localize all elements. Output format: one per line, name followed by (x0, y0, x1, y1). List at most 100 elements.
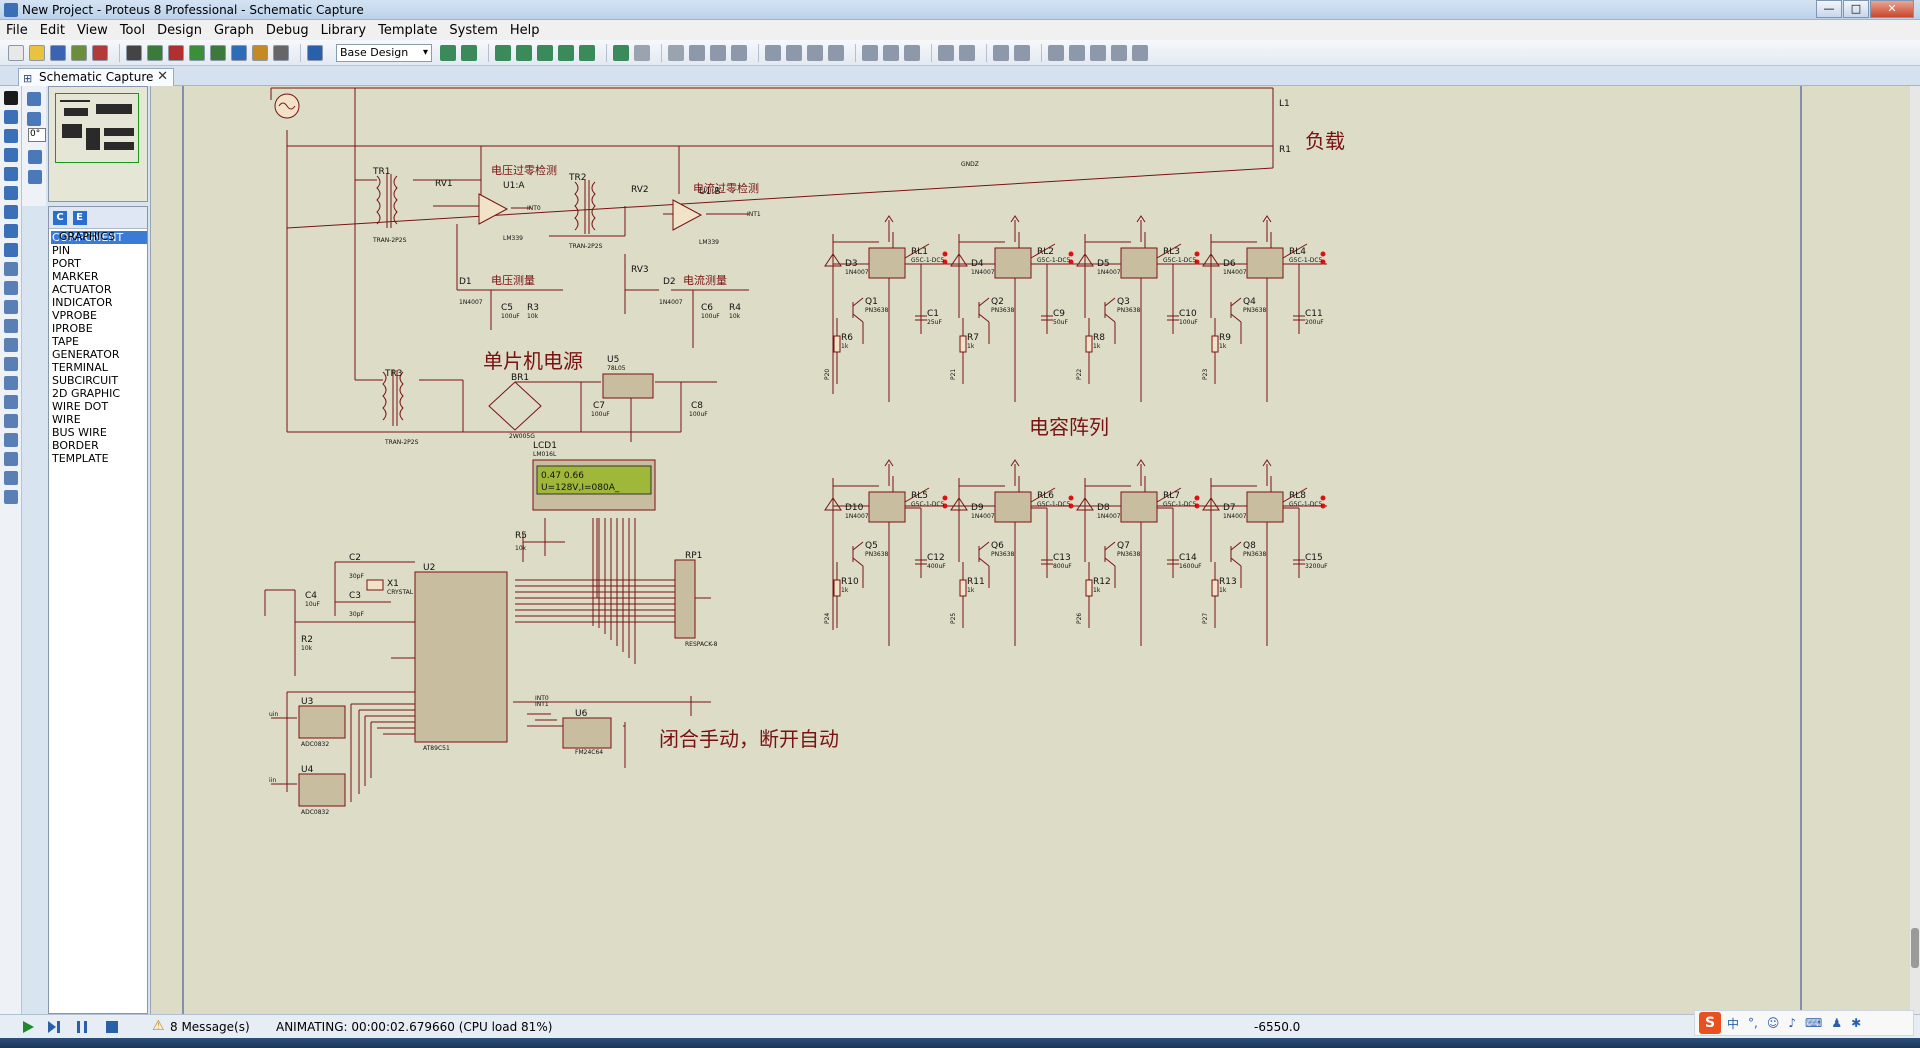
graphics-item-border[interactable]: BORDER (52, 439, 99, 452)
step-icon[interactable] (46, 1019, 62, 1035)
ime-language[interactable]: 中 (1727, 1016, 1740, 1031)
eeprom-u6[interactable] (562, 717, 612, 749)
grid-icon[interactable] (461, 44, 477, 61)
tab-close-icon[interactable]: ✕ (157, 69, 168, 84)
graphics-item-iprobe[interactable]: IPROBE (52, 322, 93, 335)
gerber-icon[interactable] (189, 44, 205, 61)
line-icon[interactable] (4, 357, 18, 371)
new-file-icon[interactable] (8, 44, 24, 61)
3d-icon[interactable] (210, 44, 226, 61)
wire-autorouter-icon[interactable] (959, 44, 975, 61)
graphics-item-generator[interactable]: GENERATOR (52, 348, 120, 361)
pcb-icon[interactable] (168, 44, 184, 61)
close-icon[interactable] (92, 44, 108, 61)
menu-template[interactable]: Template (378, 22, 438, 38)
zoom-area-icon[interactable] (613, 44, 629, 61)
path-icon[interactable] (4, 433, 18, 447)
scroll-thumb[interactable] (1911, 928, 1919, 968)
menu-library[interactable]: Library (320, 22, 367, 38)
graphics-item-terminal[interactable]: TERMINAL (52, 361, 108, 374)
subcircuit-icon[interactable] (4, 205, 18, 219)
graphics-item-wire[interactable]: WIRE (52, 413, 81, 426)
box-icon[interactable] (4, 376, 18, 390)
relay-cell-rl1[interactable] (824, 215, 948, 402)
menu-help[interactable]: Help (509, 22, 540, 38)
play-icon[interactable] (20, 1019, 36, 1035)
save-file-icon[interactable] (50, 44, 66, 61)
tab-schematic-capture[interactable]: ⊞ Schematic Capture ✕ (18, 68, 174, 86)
bom-icon[interactable] (231, 44, 247, 61)
relay-cell-rl6[interactable] (950, 459, 1074, 646)
bus-icon[interactable] (4, 186, 18, 200)
graphics-item-wire-dot[interactable]: WIRE DOT (52, 400, 109, 413)
zoom-in-icon[interactable] (537, 44, 553, 61)
cut-icon[interactable] (689, 44, 705, 61)
graphics-item-tape[interactable]: TAPE (52, 335, 79, 348)
electrical-rule-check-icon[interactable] (1132, 44, 1148, 61)
schematic-icon[interactable] (147, 44, 163, 61)
virtual-instrument-icon[interactable] (4, 338, 18, 352)
graphics-item-subcircuit[interactable]: SUBCIRCUIT (52, 374, 119, 387)
opamp-u1a[interactable] (478, 193, 509, 225)
settings-icon[interactable]: ✱ (1851, 1016, 1862, 1030)
stop-icon[interactable] (104, 1019, 120, 1035)
property-assign-icon[interactable] (1014, 44, 1030, 61)
graphics-item-pin[interactable]: PIN (52, 244, 71, 257)
graphics-item-bus-wire[interactable]: BUS WIRE (52, 426, 107, 439)
rotation-angle-field[interactable]: 0° (28, 128, 46, 142)
block-move-icon[interactable] (786, 44, 802, 61)
remove-sheet-icon[interactable] (1069, 44, 1085, 61)
graphics-item-marker[interactable]: MARKER (52, 270, 99, 283)
block-copy-icon[interactable] (765, 44, 781, 61)
message-count[interactable]: 8 Message(s) (170, 1020, 250, 1034)
rotate-cw-icon[interactable] (27, 92, 41, 106)
lcd-module[interactable] (532, 459, 656, 511)
flip-horizontal-icon[interactable] (28, 150, 42, 164)
text-script-icon[interactable] (4, 167, 18, 181)
user-icon[interactable]: ♟ (1831, 1016, 1843, 1030)
search-icon[interactable] (993, 44, 1009, 61)
relay-cell-rl7[interactable] (1076, 459, 1200, 646)
relay-cell-rl3[interactable] (1076, 215, 1200, 402)
menu-file[interactable]: File (6, 22, 28, 38)
graphics-item-2d-graphic[interactable]: 2D GRAPHIC (52, 387, 121, 400)
home-icon[interactable] (126, 44, 142, 61)
close-button[interactable]: ✕ (1870, 0, 1914, 18)
bridge-br1[interactable] (488, 381, 542, 431)
punctuation-icon[interactable]: °, (1748, 1016, 1758, 1030)
bill-of-materials-icon[interactable] (1111, 44, 1127, 61)
undo-icon[interactable] (634, 44, 650, 61)
junction-dot-icon[interactable] (4, 129, 18, 143)
emoji-icon[interactable]: ☺ (1766, 1016, 1780, 1030)
origin-icon[interactable] (495, 44, 511, 61)
block-rotate-icon[interactable] (807, 44, 823, 61)
flip-vertical-icon[interactable] (28, 170, 42, 184)
pick-device-icon[interactable] (862, 44, 878, 61)
decompose-icon[interactable] (938, 44, 954, 61)
menu-system[interactable]: System (449, 22, 498, 38)
refresh-icon[interactable] (440, 44, 456, 61)
active-popup-icon[interactable] (4, 281, 18, 295)
make-device-icon[interactable] (883, 44, 899, 61)
generator-icon[interactable] (4, 300, 18, 314)
arc-icon[interactable] (4, 414, 18, 428)
overview-viewport[interactable] (55, 93, 139, 163)
text-icon[interactable] (4, 452, 18, 466)
selection-mode-icon[interactable] (4, 91, 18, 105)
keyboard-icon[interactable]: ⌨ (1805, 1016, 1823, 1030)
adc-u3[interactable] (298, 705, 346, 739)
crystal-x1[interactable] (366, 579, 384, 591)
menu-edit[interactable]: Edit (39, 22, 65, 38)
mode-e-button[interactable]: E (72, 211, 87, 225)
wire-label-icon[interactable] (4, 148, 18, 162)
mcu-at89c51[interactable] (414, 571, 508, 743)
overview-window[interactable] (48, 86, 148, 202)
relay-cell-rl2[interactable] (950, 215, 1074, 402)
component-mode-icon[interactable] (4, 110, 18, 124)
zoom-all-icon[interactable] (579, 44, 595, 61)
datasheet-icon[interactable] (273, 44, 289, 61)
notes-icon[interactable] (252, 44, 268, 61)
maximize-button[interactable]: □ (1843, 0, 1869, 18)
microphone-icon[interactable]: ♪ (1788, 1016, 1797, 1030)
pause-icon[interactable] (74, 1019, 90, 1035)
